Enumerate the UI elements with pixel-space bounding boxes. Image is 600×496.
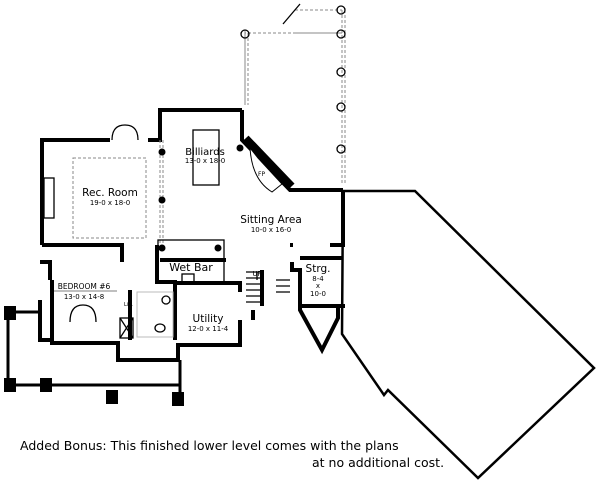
wet-bar-label: Wet Bar <box>169 261 213 274</box>
caption-line-2: at no additional cost. <box>312 455 445 470</box>
rec-room-size: 19-0 x 18-0 <box>90 199 130 207</box>
porch-structure <box>4 306 184 406</box>
bedroom-size: 13-0 x 14-8 <box>64 293 104 301</box>
room-sitting-area: Sitting Area 10-0 x 16-0 <box>240 214 302 234</box>
garage-outline <box>340 189 596 480</box>
fireplace-label: FP <box>258 171 265 178</box>
room-utility: Utility 12-0 x 11-4 <box>188 313 229 333</box>
room-storage: Strg. 8-4 x 10-0 <box>306 263 331 298</box>
fireplace: FP <box>249 146 283 193</box>
sitting-area-name: Sitting Area <box>240 214 302 226</box>
room-billiards: Billiards 13-0 x 18-0 <box>185 147 225 165</box>
storage-x: x <box>316 282 320 290</box>
utility-size: 12-0 x 11-4 <box>188 325 229 333</box>
utility-name: Utility <box>193 313 224 325</box>
caption: Added Bonus: This finished lower level c… <box>20 437 444 471</box>
bedroom-name: BEDROOM #6 <box>58 282 111 291</box>
exterior-walls <box>38 108 345 362</box>
storage-width: 8-4 <box>312 275 324 283</box>
caption-line-1: Added Bonus: This finished lower level c… <box>20 438 399 453</box>
linen-label: Lin. <box>124 302 133 308</box>
deck-outline <box>240 3 346 185</box>
billiards-name: Billiards <box>185 147 225 158</box>
room-bedroom-6: BEDROOM #6 13-0 x 14-8 <box>54 282 117 301</box>
billiards-size: 13-0 x 18-0 <box>185 157 225 165</box>
stairs <box>246 271 290 303</box>
room-rec-room: Rec. Room 19-0 x 18-0 <box>82 187 138 207</box>
stairs-up-label: UP <box>252 270 261 278</box>
rec-room-name: Rec. Room <box>82 187 138 199</box>
storage-name: Strg. <box>306 263 331 275</box>
storage-depth: 10-0 <box>310 290 326 298</box>
sitting-area-size: 10-0 x 16-0 <box>251 226 291 234</box>
